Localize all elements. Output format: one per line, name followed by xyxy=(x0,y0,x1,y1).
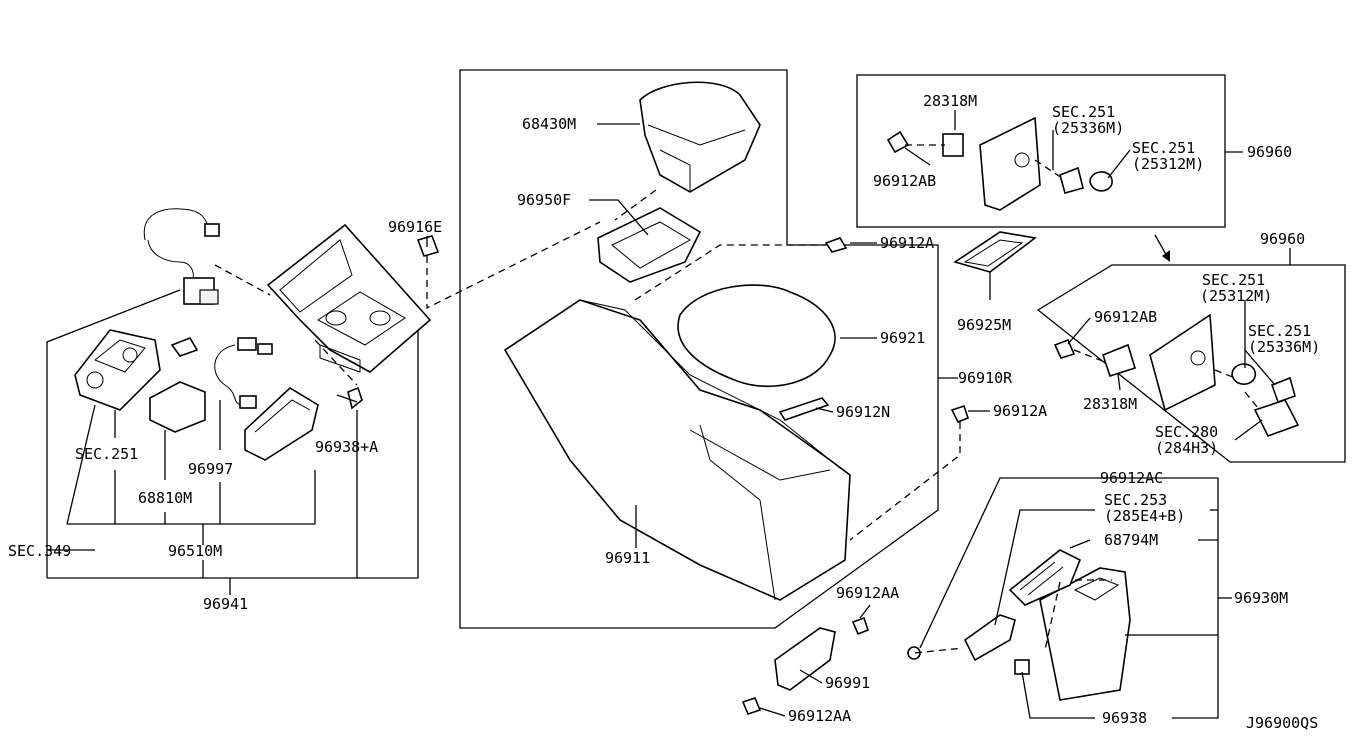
label-sec280: SEC.280 xyxy=(1155,423,1218,441)
screw-96912AA-top xyxy=(851,616,869,636)
socket-25336M-mid xyxy=(1270,376,1296,404)
clip-96916E xyxy=(416,235,440,257)
clip-96938A xyxy=(347,386,363,410)
label-96938A: 96938+A xyxy=(315,438,378,456)
label-sec253-sub: (285E4+B) xyxy=(1104,507,1185,525)
screw-96912AA-bot xyxy=(741,697,762,715)
label-sec251-a: SEC.251 xyxy=(1052,103,1115,121)
label-96925M: 96925M xyxy=(957,316,1011,334)
label-sec280-sub: (284H3) xyxy=(1155,439,1218,457)
label-sec251-b-sub: (25312M) xyxy=(1132,155,1204,173)
bulb-socket xyxy=(170,337,199,357)
label-sec251-c: SEC.251 xyxy=(1202,271,1265,289)
label-96912AB-mid: 96912AB xyxy=(1094,308,1157,326)
socket-panel-mid xyxy=(1149,313,1216,412)
bracket-28318M-top xyxy=(942,133,964,157)
rear-finisher-96930M xyxy=(1039,567,1131,701)
cup-lid-68810M xyxy=(149,381,206,433)
bracket-28318M-mid xyxy=(1102,343,1136,378)
label-96921: 96921 xyxy=(880,329,925,347)
dashed-lines xyxy=(214,144,1259,654)
label-96912AA-top: 96912AA xyxy=(836,584,899,602)
bracket-96991 xyxy=(774,627,836,691)
label-96910R: 96910R xyxy=(958,369,1013,387)
tray-96925M xyxy=(953,231,1037,273)
label-96991: 96991 xyxy=(825,674,870,692)
label-sec251-d-sub: (25336M) xyxy=(1248,338,1320,356)
label-28318M-mid: 28318M xyxy=(1083,395,1137,413)
label-68794M: 68794M xyxy=(1104,531,1158,549)
socket-25336M-top xyxy=(1059,166,1084,194)
label-sec251-c-sub: (25312M) xyxy=(1200,287,1272,305)
left-assembly-bracket xyxy=(46,289,419,579)
label-sec349: SEC.349 xyxy=(8,542,71,560)
module-285E4 xyxy=(963,614,1016,662)
label-96938: 96938 xyxy=(1102,709,1147,727)
label-96960-mid: 96960 xyxy=(1260,230,1305,248)
label-96912AA-bot: 96912AA xyxy=(788,707,851,725)
label-68810M: 68810M xyxy=(138,489,192,507)
label-sec251-b: SEC.251 xyxy=(1132,139,1195,157)
label-96912N: 96912N xyxy=(836,403,890,421)
screw-96912AB-mid xyxy=(1053,338,1076,359)
label-96997: 96997 xyxy=(188,460,233,478)
leader-lines xyxy=(47,110,1291,719)
shift-knob-boot-68430M xyxy=(639,81,761,193)
label-96950F: 96950F xyxy=(517,191,571,209)
clip-96912N xyxy=(778,397,830,421)
armrest-lid-96921 xyxy=(677,284,836,388)
label-68430M: 68430M xyxy=(522,115,576,133)
label-96912AB-top: 96912AB xyxy=(873,172,936,190)
usb-284H3 xyxy=(1253,399,1300,437)
arrow-icon xyxy=(1154,234,1170,262)
socket-panel-top xyxy=(979,116,1041,211)
switch-bracket-96950F xyxy=(597,207,702,283)
console-body-96911 xyxy=(503,299,851,601)
label-96960-top: 96960 xyxy=(1247,143,1292,161)
label-sec251-d: SEC.251 xyxy=(1248,322,1311,340)
ashtray-assembly xyxy=(74,329,161,411)
screw-96912AB-top xyxy=(886,130,910,154)
clip-96938 xyxy=(1014,659,1030,675)
label-sec251-left: SEC.251 xyxy=(75,445,138,463)
wiring-harness xyxy=(143,208,220,305)
screw-96912A-mid xyxy=(950,404,969,424)
label-96930M: 96930M xyxy=(1234,589,1288,607)
label-96912A-mid: 96912A xyxy=(993,402,1047,420)
harness-96997 xyxy=(214,337,273,409)
socket-25312M-mid xyxy=(1231,363,1256,385)
socket-25312M-top xyxy=(1089,171,1113,192)
top-right-box xyxy=(856,74,1226,228)
label-96912A-top: 96912A xyxy=(880,234,934,252)
label-96510M: 96510M xyxy=(168,542,222,560)
diagram-code: J96900QS xyxy=(1246,714,1318,732)
label-96916E: 96916E xyxy=(388,218,442,236)
label-sec251-a-sub: (25336M) xyxy=(1052,119,1124,137)
console-finisher-panel xyxy=(266,223,432,373)
label-96912AC: 96912AC xyxy=(1100,469,1163,487)
label-sec253: SEC.253 xyxy=(1104,491,1167,509)
label-28318M-top: 28318M xyxy=(923,92,977,110)
label-96941: 96941 xyxy=(203,595,248,613)
screw-96912A-top xyxy=(824,237,848,253)
vent-68794M xyxy=(1008,549,1082,606)
mid-right-box xyxy=(1036,264,1346,463)
pocket-96938 xyxy=(244,387,319,461)
label-96911: 96911 xyxy=(605,549,650,567)
